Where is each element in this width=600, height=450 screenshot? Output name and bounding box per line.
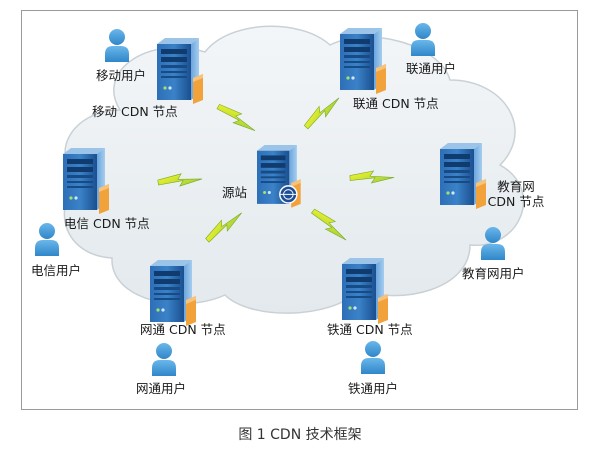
node-label-edu: 教育网 CDN 节点 — [476, 179, 556, 209]
figure-caption: 图 1 CDN 技术框架 — [238, 427, 362, 443]
server-mobile — [157, 38, 203, 104]
user-label-netcom: 网通用户 — [136, 381, 187, 396]
user-icon-unicom — [411, 23, 435, 56]
node-label-unicom: 联通 CDN 节点 — [353, 96, 439, 111]
user-icon-netcom — [152, 343, 176, 376]
server-telecom — [63, 148, 109, 214]
node-label-mobile: 移动 CDN 节点 — [92, 104, 178, 119]
server-unicom — [340, 28, 386, 94]
node-label-edu-line1: 教育网 — [497, 179, 535, 194]
user-label-railcom: 铁通用户 — [348, 381, 399, 396]
user-label-telecom: 电信用户 — [31, 263, 82, 278]
user-icon-railcom — [361, 341, 385, 374]
node-label-telecom: 电信 CDN 节点 — [64, 216, 150, 231]
user-icon-mobile — [105, 29, 129, 62]
user-label-mobile: 移动用户 — [96, 68, 147, 83]
user-label-unicom: 联通用户 — [406, 61, 457, 76]
user-icon-telecom — [35, 223, 59, 256]
server-netcom — [150, 260, 196, 326]
origin-server — [257, 145, 301, 208]
server-railcom — [342, 258, 388, 324]
node-label-netcom: 网通 CDN 节点 — [140, 322, 226, 337]
user-label-edu: 教育网用户 — [462, 266, 525, 281]
origin-label: 源站 — [222, 185, 248, 200]
node-label-railcom: 铁通 CDN 节点 — [327, 322, 413, 337]
node-label-edu-line2: CDN 节点 — [487, 194, 545, 209]
